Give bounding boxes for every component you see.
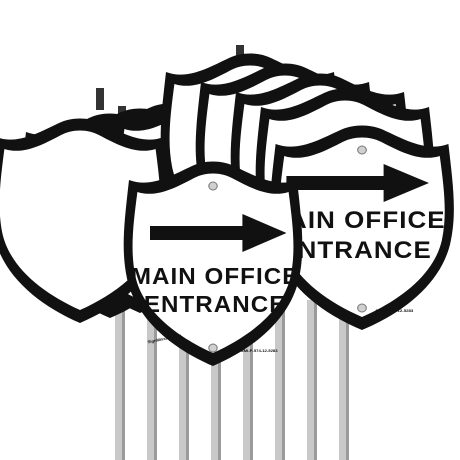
front-sign-brand: SignMission.com: [147, 333, 182, 345]
front-sign: MAIN OFFICE ENTRANCE SignMission.com SMI…: [123, 161, 303, 366]
sign-post-shade: [250, 300, 253, 460]
right-sign-bottom-bolt: [357, 303, 367, 313]
sign-post-shade: [218, 300, 221, 460]
post-top-stub: [96, 88, 104, 110]
sign-post: [147, 300, 157, 460]
front-sign-line2: ENTRANCE: [144, 292, 287, 317]
sign-post-shade: [282, 300, 285, 460]
sign-post-shade: [186, 300, 189, 460]
sign-post: [179, 300, 189, 460]
front-sign-bottom-bolt: [208, 343, 218, 353]
sign-post: [243, 300, 253, 460]
right-sign-line2: ENTRANCE: [279, 237, 432, 264]
sign-post-shade: [314, 300, 317, 460]
sign-post: [211, 300, 221, 460]
arrow-right-icon: [286, 164, 429, 202]
sign-post: [307, 300, 317, 460]
sign-post-shade: [122, 300, 125, 460]
sign-post: [275, 300, 285, 460]
sign-post-shade: [154, 300, 157, 460]
front-sign-part-number: SMI-P-574-12-5283: [241, 348, 279, 353]
arrow-right-icon: [150, 214, 287, 252]
front-sign-top-bolt: [208, 181, 218, 191]
sign-post: [339, 300, 349, 460]
right-sign-top-bolt: [357, 145, 367, 155]
front-sign-line1: MAIN OFFICE: [131, 264, 299, 289]
sign-post-shade: [346, 300, 349, 460]
sign-post: [115, 300, 125, 460]
right-sign-part-number: SMI-P-574-12-5283: [375, 308, 414, 313]
